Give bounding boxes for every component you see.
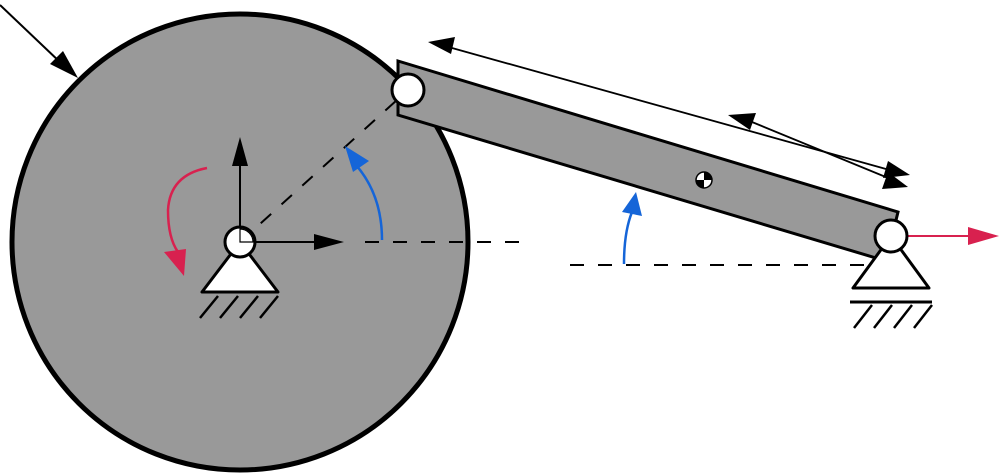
connecting-rod — [396, 58, 900, 263]
disk-center-pin — [223, 225, 257, 259]
rod-fixed-support — [850, 234, 933, 329]
applied-load-arrow — [0, 4, 78, 78]
pivot-reaction-arrow — [905, 227, 999, 245]
rod-length-arrow — [428, 37, 910, 178]
rod-angle-arrow — [622, 192, 642, 265]
disk-fixed-support — [199, 240, 280, 319]
slider-distance-arrow — [728, 113, 908, 189]
center-of-mass-symbol — [695, 171, 713, 189]
crank-angle-arrow — [345, 146, 384, 241]
crank-radius-dashed-line — [239, 89, 409, 243]
disk-rotation-arrow — [164, 166, 208, 276]
crank-rod-pin-joint — [390, 72, 426, 108]
rod-support-pin-joint — [873, 218, 909, 254]
